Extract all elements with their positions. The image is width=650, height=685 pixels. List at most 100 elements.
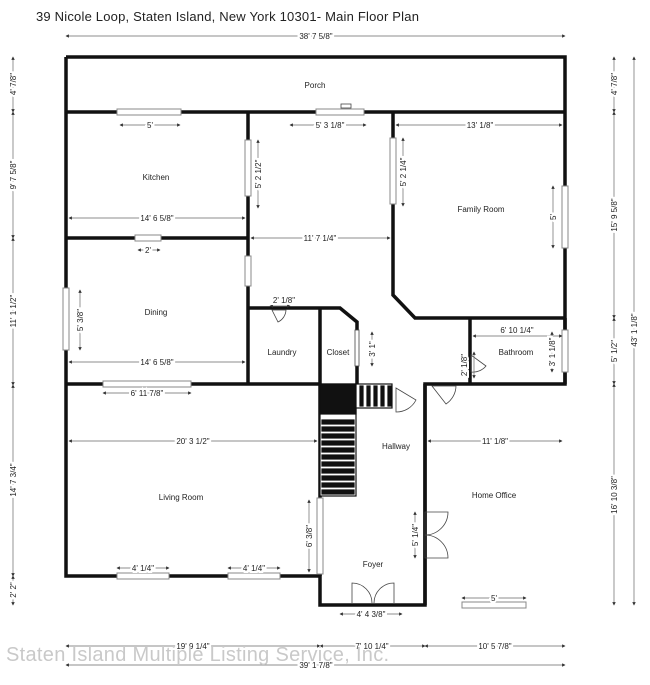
stair-tread <box>366 385 371 407</box>
stair-tread <box>359 385 364 407</box>
stair-tread <box>380 385 385 407</box>
room-label-porch: Porch <box>305 81 326 90</box>
exterior-wall-top-right <box>66 55 567 384</box>
room-label-closet: Closet <box>327 348 350 357</box>
dim-living-width: 20' 3 1/2" <box>176 437 209 446</box>
room-label-dining: Dining <box>145 308 168 317</box>
stairs <box>319 383 393 497</box>
dim-left-porch: 4' 7/8" <box>9 73 18 95</box>
dim-bottom-middle: 7' 10 1/4" <box>355 642 388 651</box>
page-title: 39 Nicole Loop, Staten Island, New York … <box>36 9 420 24</box>
stair-treads <box>321 419 355 495</box>
dining-doorway <box>244 255 252 287</box>
living-doorway <box>316 497 324 575</box>
room-label-foyer: Foyer <box>363 560 384 569</box>
stair-treads-upper <box>359 385 392 407</box>
dim-living-opening: 6' 11 7/8" <box>131 389 164 398</box>
stair-tread <box>321 433 355 439</box>
dim-left-kitchen: 9' 7 5/8" <box>9 160 18 189</box>
dim-kitchen-opening: 2' <box>145 246 151 255</box>
dining-window <box>62 287 70 351</box>
front-door-left <box>351 582 373 604</box>
laundry-closet-top-wall <box>248 306 359 384</box>
room-label-bathroom: Bathroom <box>499 348 534 357</box>
stair-tread <box>321 475 355 481</box>
stair-tread <box>321 489 355 495</box>
family-doorway <box>389 137 397 205</box>
dim-bath-door: 2' 1/8" <box>460 354 469 376</box>
dim-living-window-2: 4' 1/4" <box>243 564 265 573</box>
kitchen-window <box>116 108 182 116</box>
bathroom-door <box>470 354 487 373</box>
room-label-living-room: Living Room <box>159 493 204 502</box>
dim-family-width: 13' 1/8" <box>467 121 494 130</box>
living-opening <box>102 380 192 388</box>
dim-living-door: 6' 3/8" <box>305 525 314 547</box>
walls <box>64 55 567 607</box>
dim-closet-door: 3' 1" <box>368 341 377 357</box>
office-door-upper <box>424 511 449 536</box>
room-label-home-office: Home Office <box>472 491 517 500</box>
dim-dining-window: 5' 3/8" <box>76 309 85 331</box>
dim-office-width: 11' 1/8" <box>482 437 508 446</box>
dim-office-door: 5' 1/4" <box>411 524 420 546</box>
stair-tread <box>321 482 355 488</box>
stair-tread <box>321 454 355 460</box>
family-room-wall <box>391 112 565 320</box>
dim-family-door: 5' 2 1/4" <box>399 157 408 186</box>
dim-bottom-right: 10' 5 7/8" <box>478 642 511 651</box>
dim-right-family: 15' 9 5/8" <box>610 198 619 231</box>
dim-right-office: 16' 10 3/8" <box>610 476 619 514</box>
dim-dining-width: 14' 6 5/8" <box>140 358 173 367</box>
office-door-lower <box>424 534 449 559</box>
dim-family-window: 5' <box>549 214 558 220</box>
windows <box>62 108 569 609</box>
closet-door <box>354 329 360 367</box>
stair-tread <box>387 385 392 407</box>
dim-bath-width: 6' 10 1/4" <box>500 326 533 335</box>
room-label-laundry: Laundry <box>268 348 297 357</box>
family-window <box>561 185 569 249</box>
exterior-wall-bottom <box>64 57 567 607</box>
stair-tread <box>321 468 355 474</box>
kitchen-doorway <box>244 139 252 197</box>
office-door <box>431 385 457 405</box>
porch-door-opening <box>315 108 365 116</box>
room-labels: Porch Kitchen Family Room Dining Laundry… <box>143 81 534 569</box>
front-door-right <box>373 582 395 604</box>
dim-right-bath: 5' 1/2" <box>610 340 619 362</box>
living-window-1 <box>116 572 170 580</box>
dim-bottom-left: 19' 9 1/4" <box>176 642 209 651</box>
dim-left-bottom: 2' 2" <box>9 582 18 598</box>
dim-overall-bottom: 39' 1 7/8" <box>299 661 332 670</box>
room-label-hallway: Hallway <box>382 442 410 451</box>
room-label-kitchen: Kitchen <box>143 173 170 182</box>
stair-tread <box>321 419 355 425</box>
dim-front-door: 4' 4 3/8" <box>357 610 386 619</box>
dim-kitchen-door: 5' 2 1/2" <box>254 159 263 188</box>
stair-tread <box>321 440 355 446</box>
dimension-labels: 38' 7 5/8" 19' 9 1/4" 7' 10 1/4" 10' 5 7… <box>7 30 641 672</box>
dim-left-dining: 11' 1 1/2" <box>9 294 18 327</box>
office-window <box>461 601 527 609</box>
dim-office-window: 5' <box>491 594 497 603</box>
dim-right-total: 43' 1 1/8" <box>630 313 639 346</box>
stair-landing <box>319 383 357 415</box>
dim-overall-top: 38' 7 5/8" <box>299 32 332 41</box>
watermark: Staten Island Multiple Listing Service, … <box>6 644 390 666</box>
living-window-2 <box>227 572 281 580</box>
dim-porch-door: 5' 3 1/8" <box>316 121 345 130</box>
dim-left-living: 14' 7 3/4" <box>9 463 18 496</box>
dim-kitchen-width: 14' 6 5/8" <box>140 214 173 223</box>
interior-dimensions <box>68 123 563 616</box>
stair-tread <box>373 385 378 407</box>
dim-living-window-1: 4' 1/4" <box>132 564 154 573</box>
laundry-door <box>271 309 287 323</box>
stair-tread <box>321 461 355 467</box>
dim-kitchen-window: 5' <box>147 121 153 130</box>
overall-dimensions <box>11 34 636 667</box>
room-label-family-room: Family Room <box>457 205 504 214</box>
dim-laundry-door: 2' 1/8" <box>273 296 295 305</box>
bathroom-window <box>561 329 569 373</box>
